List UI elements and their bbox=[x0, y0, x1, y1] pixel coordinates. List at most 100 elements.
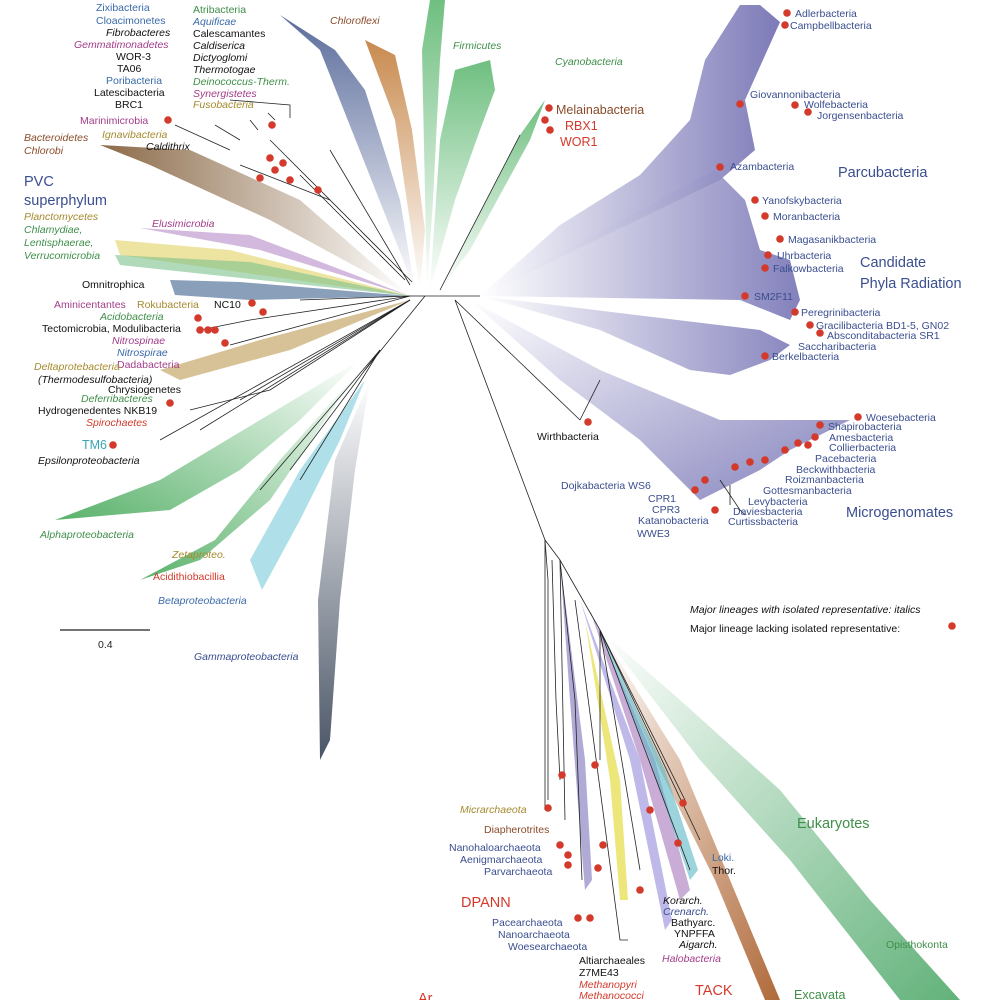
cpr-wedge-middle bbox=[480, 170, 800, 320]
legend-lacking: Major lineage lacking isolated represent… bbox=[690, 623, 900, 635]
label-poribacteria: Poribacteria bbox=[106, 75, 162, 87]
legend-isolated: Major lineages with isolated representat… bbox=[690, 604, 921, 616]
label-micrarchaeota: Micrarchaeota bbox=[460, 804, 527, 816]
label-elusimicrobia: Elusimicrobia bbox=[152, 218, 215, 230]
archaea-wedge-2 bbox=[580, 600, 672, 930]
label-cyanobacteria: Cyanobacteria bbox=[555, 56, 623, 68]
label-brc1: BRC1 bbox=[115, 99, 143, 111]
label-ynpffa: YNPFFA bbox=[674, 928, 715, 940]
label-sm2f11: SM2F11 bbox=[754, 291, 793, 303]
labels: Zixibacteria Cloacimonetes Fibrobacteres… bbox=[24, 2, 962, 1000]
label-tao6: TA06 bbox=[117, 63, 141, 75]
label-cloacimonetes: Cloacimonetes bbox=[96, 15, 165, 27]
label-tack: TACK bbox=[695, 983, 733, 999]
label-gracilibacteria: Gracilibacteria BD1-5, GN02 bbox=[816, 320, 949, 332]
label-wwe3: WWE3 bbox=[637, 528, 670, 540]
gammaproteobacteria-wedge bbox=[318, 380, 370, 760]
label-dojkabacteria: Dojkabacteria WS6 bbox=[561, 480, 651, 492]
label-daviesbacteria: Daviesbacteria bbox=[733, 506, 803, 518]
label-alpha: Alphaproteobacteria bbox=[39, 529, 134, 541]
label-wor1: WOR1 bbox=[560, 135, 598, 149]
label-parcubacteria: Parcubacteria bbox=[838, 165, 928, 181]
label-parvarchaeota: Parvarchaeota bbox=[484, 866, 552, 878]
label-dadabacteria: Dadabacteria bbox=[117, 359, 180, 371]
label-zetaproteo: Zetaproteo. bbox=[171, 549, 226, 561]
label-beckwithbacteria: Beckwithbacteria bbox=[796, 464, 876, 476]
label-microgenomates: Microgenomates bbox=[846, 505, 953, 521]
label-cpr1: CPR1 bbox=[648, 493, 676, 505]
eukaryotes-wedge bbox=[600, 630, 960, 1000]
label-acidobacteria: Acidobacteria bbox=[99, 311, 164, 323]
label-superphylum: superphylum bbox=[24, 193, 107, 209]
label-lentisphaerae: Lentisphaerae, bbox=[24, 237, 93, 249]
label-chrysiogenetes: Chrysiogenetes bbox=[108, 384, 181, 396]
label-atribacteria: Atribacteria bbox=[193, 4, 246, 16]
label-berkelbacteria: Berkelbacteria bbox=[772, 351, 839, 363]
label-gemmatimonadetes: Gemmatimonadetes bbox=[74, 39, 169, 51]
label-nanohaloarchaeota: Nanohaloarchaeota bbox=[449, 842, 541, 854]
label-nitrospinae: Nitrospinae bbox=[112, 335, 165, 347]
green-left-wedge bbox=[115, 255, 410, 296]
label-planctomycetes: Planctomycetes bbox=[24, 211, 99, 223]
cyanobacteria-wedge bbox=[440, 100, 545, 290]
cpr-wedge-lower bbox=[480, 296, 790, 375]
label-chlamydiae: Chlamydiae, bbox=[24, 224, 82, 236]
label-campbellbacteria: Campbellbacteria bbox=[790, 20, 872, 32]
label-halobacteria: Halobacteria bbox=[662, 953, 721, 965]
label-z7me43: Z7ME43 bbox=[579, 967, 619, 979]
label-adlerbacteria: Adlerbacteria bbox=[795, 8, 857, 20]
label-amesbacteria: Amesbacteria bbox=[829, 432, 893, 444]
label-deinococcus: Deinococcus-Therm. bbox=[193, 76, 290, 88]
top-green-wedge bbox=[422, 0, 445, 290]
label-firmicutes: Firmicutes bbox=[453, 40, 502, 52]
label-aminicentantes: Aminicentantes bbox=[54, 299, 126, 311]
alphaproteobacteria-wedge bbox=[55, 360, 360, 520]
label-zixibacteria: Zixibacteria bbox=[96, 2, 150, 14]
label-pvc: PVC bbox=[24, 174, 54, 190]
betaproteobacteria-wedge bbox=[250, 380, 365, 590]
label-calescamantes: Calescamantes bbox=[193, 28, 265, 40]
label-hydrogenedentes: Hydrogenedentes NKB19 bbox=[38, 405, 157, 417]
label-dpann: DPANN bbox=[461, 895, 511, 911]
label-spirochaetes: Spirochaetes bbox=[86, 417, 148, 429]
cpr-wedge-parcubacteria bbox=[480, 5, 780, 296]
label-epsilon: Epsilonproteobacteria bbox=[38, 455, 140, 467]
label-fibrobacteres: Fibrobacteres bbox=[106, 27, 171, 39]
slate-wedge-top bbox=[280, 15, 415, 290]
label-saccharibacteria: Saccharibacteria bbox=[798, 341, 876, 353]
label-wirthbacteria: Wirthbacteria bbox=[537, 431, 599, 443]
scale-bar: 0.4 bbox=[60, 629, 150, 651]
label-wor3: WOR-3 bbox=[116, 51, 151, 63]
label-methanococci: Methanococci bbox=[579, 990, 644, 1000]
label-loki: Loki. bbox=[712, 852, 734, 864]
label-chloroflexi: Chloroflexi bbox=[330, 15, 380, 27]
label-omnitrophica: Omnitrophica bbox=[82, 279, 145, 291]
label-azambacteria: Azambacteria bbox=[730, 161, 794, 173]
label-betaproteobacteria: Betaproteobacteria bbox=[158, 595, 247, 607]
deltaproteo-wedge bbox=[160, 300, 410, 380]
label-altiarchaeales: Altiarchaeales bbox=[579, 955, 645, 967]
label-levybacteria: Levybacteria bbox=[748, 496, 808, 508]
label-absconditabacteria: Absconditabacteria SR1 bbox=[827, 330, 940, 342]
label-excavata: Excavata bbox=[794, 988, 845, 1000]
label-nitrospirae: Nitrospirae bbox=[117, 347, 168, 359]
tack-wedge bbox=[600, 630, 780, 1000]
label-aquificae: Aquificae bbox=[192, 16, 236, 28]
label-cpr3: CPR3 bbox=[652, 504, 680, 516]
label-phyla-radiation: Phyla Radiation bbox=[860, 276, 962, 292]
label-candidate: Candidate bbox=[860, 255, 926, 271]
label-jorgensenbacteria: Jorgensenbacteria bbox=[817, 110, 904, 122]
label-archaea: Ar bbox=[418, 991, 433, 1000]
chloroflexi-wedge bbox=[365, 40, 425, 290]
omnitrophica-wedge bbox=[170, 280, 410, 300]
label-falkowbacteria: Falkowbacteria bbox=[773, 263, 844, 275]
label-magasanikbacteria: Magasanikbacteria bbox=[788, 234, 876, 246]
scale-label: 0.4 bbox=[98, 639, 113, 651]
label-uhrbacteria: Uhrbacteria bbox=[777, 250, 831, 262]
label-wolfebacteria: Wolfebacteria bbox=[804, 99, 868, 111]
label-methanopyri: Methanopyri bbox=[579, 979, 637, 991]
label-melainabacteria: Melainabacteria bbox=[556, 103, 644, 117]
label-thermotogae: Thermotogae bbox=[193, 64, 256, 76]
label-roizmanbacteria: Roizmanbacteria bbox=[785, 474, 864, 486]
